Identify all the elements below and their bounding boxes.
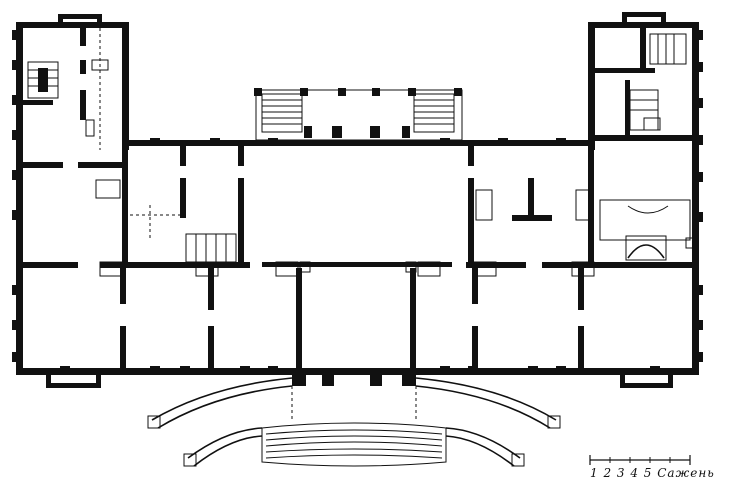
front-entrance (147, 372, 561, 467)
scale-bar: 1 2 3 4 5 Сажень (588, 452, 744, 492)
scale-bar-graphic (589, 455, 691, 465)
main-body (12, 138, 703, 388)
right-wing (588, 12, 703, 272)
rear-terrace (254, 88, 463, 141)
scale-bar-label: 1 2 3 4 5 Сажень (590, 466, 715, 480)
corridor-pilasters (99, 261, 595, 277)
interior-details (95, 179, 695, 263)
left-wing (12, 14, 129, 272)
